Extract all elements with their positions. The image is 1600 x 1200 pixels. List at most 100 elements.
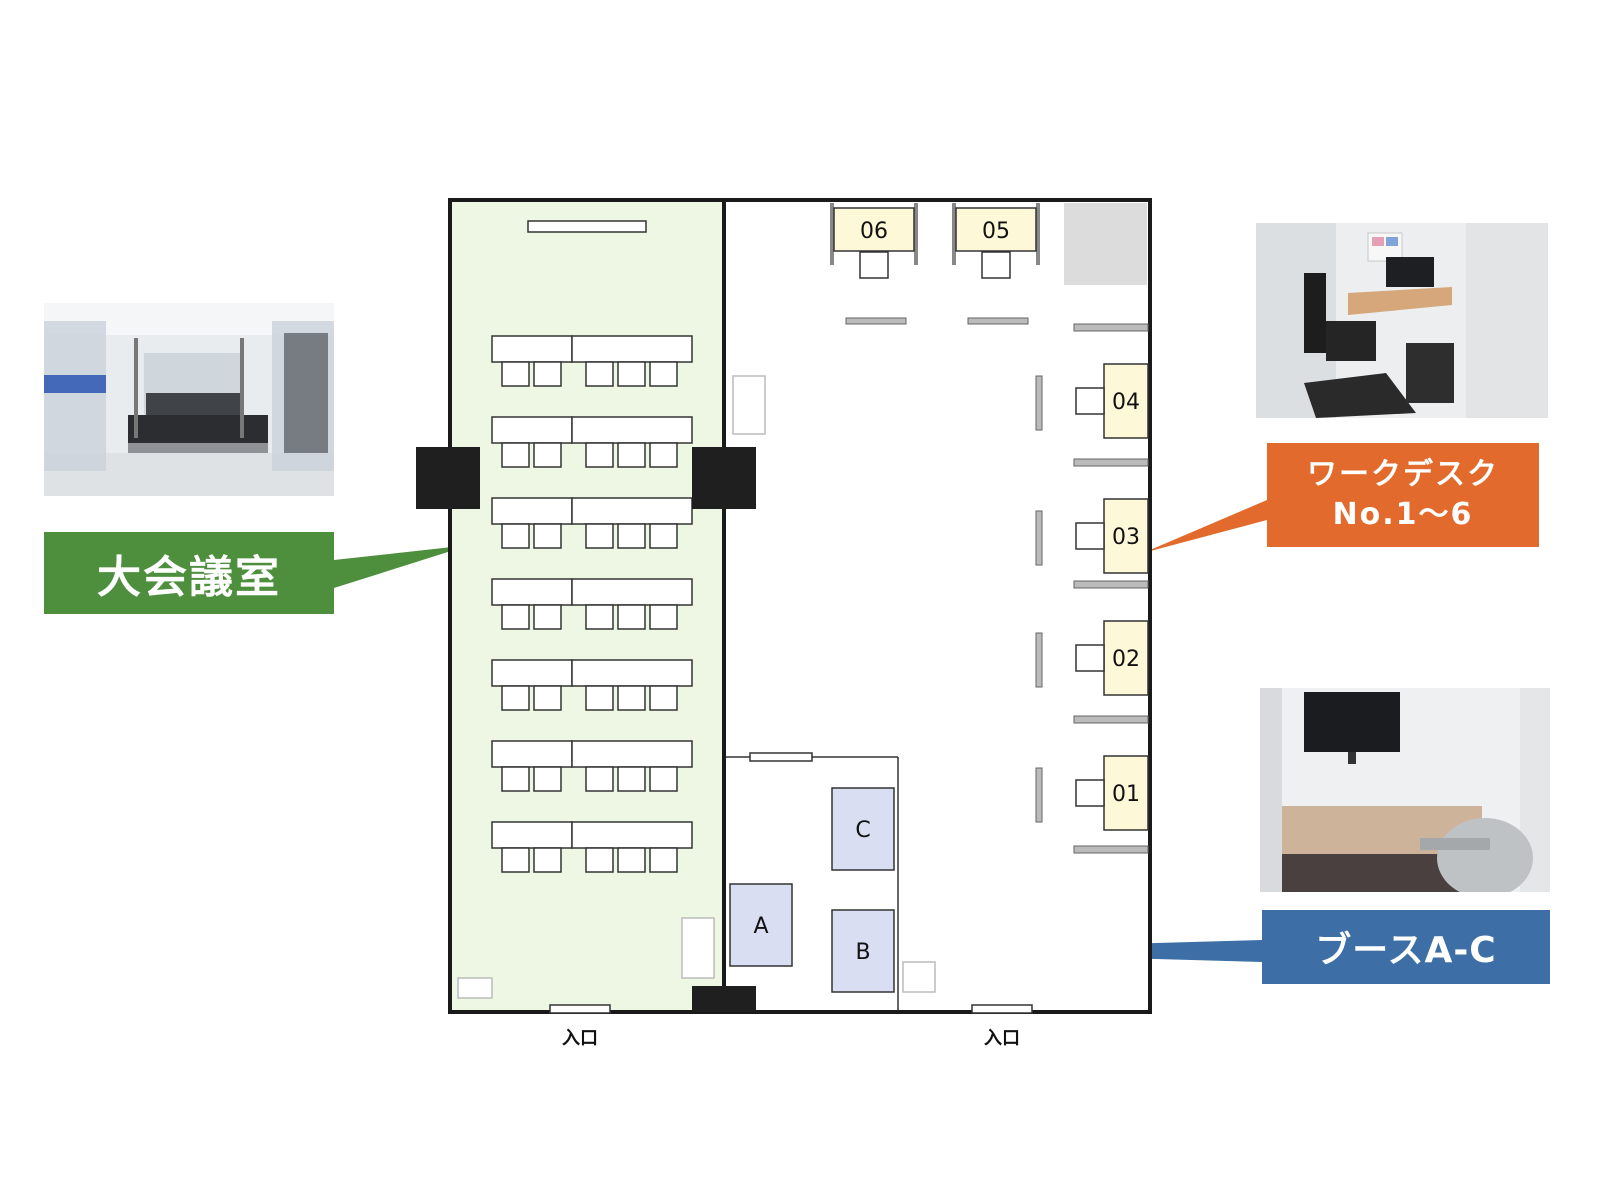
desk-05 xyxy=(955,207,1037,252)
chair xyxy=(981,251,1011,279)
table xyxy=(491,821,573,849)
label-booth: ブースA-C xyxy=(1262,910,1550,984)
table xyxy=(571,416,693,444)
chair xyxy=(533,442,562,468)
booth-c-label: C xyxy=(855,818,870,843)
pillar xyxy=(692,447,756,509)
desk-04-label: 04 xyxy=(1112,390,1140,415)
pillar xyxy=(416,447,480,509)
chair xyxy=(649,361,678,387)
chair xyxy=(649,442,678,468)
photo-large-meeting-room xyxy=(44,303,334,496)
chair xyxy=(585,604,614,630)
chair xyxy=(585,361,614,387)
partition xyxy=(1035,510,1043,566)
cabinet xyxy=(902,961,936,993)
table xyxy=(571,821,693,849)
entrance-door-right xyxy=(971,1004,1033,1014)
chair xyxy=(585,847,614,873)
chair xyxy=(585,766,614,792)
chair xyxy=(533,847,562,873)
chair xyxy=(649,766,678,792)
partition xyxy=(952,203,956,265)
photo-booth xyxy=(1260,688,1550,892)
partition xyxy=(1073,458,1149,467)
chair xyxy=(501,847,530,873)
table xyxy=(491,335,573,363)
chair xyxy=(533,523,562,549)
partition xyxy=(1035,375,1043,431)
desk-06-label: 06 xyxy=(860,219,888,244)
table xyxy=(571,335,693,363)
label-large-meeting-room-text: 大会議室 xyxy=(97,552,281,603)
storage-area xyxy=(1064,203,1147,285)
chair xyxy=(585,685,614,711)
partition xyxy=(967,317,1029,325)
partition xyxy=(1035,632,1043,688)
booth-b-label: B xyxy=(855,940,870,965)
label-work-desk: ワークデスク No.1〜6 xyxy=(1267,443,1539,547)
chair xyxy=(649,523,678,549)
chair xyxy=(859,251,889,279)
seminar-seating xyxy=(491,335,693,873)
chair xyxy=(617,847,646,873)
table xyxy=(491,578,573,606)
chair xyxy=(1075,644,1105,672)
table xyxy=(571,740,693,768)
chair xyxy=(617,361,646,387)
photo-work-desk xyxy=(1256,223,1548,418)
pillar xyxy=(692,986,756,1012)
desk-03 xyxy=(1103,498,1149,574)
partition xyxy=(1073,845,1149,854)
desk-06 xyxy=(833,207,915,252)
partition xyxy=(845,317,907,325)
pointer-work-desk xyxy=(1143,500,1267,553)
partition xyxy=(914,203,918,265)
desk-01-label: 01 xyxy=(1112,782,1140,807)
chair xyxy=(649,604,678,630)
chair xyxy=(617,766,646,792)
table xyxy=(491,740,573,768)
chair xyxy=(501,523,530,549)
chair xyxy=(501,361,530,387)
chair xyxy=(649,847,678,873)
entrance-label-right: 入口 xyxy=(984,1028,1020,1049)
cabinet xyxy=(681,917,715,979)
desk-04 xyxy=(1103,363,1149,439)
desk-01 xyxy=(1103,755,1149,831)
booth-a-label: A xyxy=(753,914,768,939)
pointer-large-room xyxy=(334,545,470,588)
table xyxy=(571,659,693,687)
entrance-label-left: 入口 xyxy=(562,1028,598,1049)
chair xyxy=(585,442,614,468)
label-booth-text: ブースA-C xyxy=(1315,930,1497,971)
booth-door xyxy=(749,752,813,762)
label-work-desk-line1: ワークデスク xyxy=(1307,457,1499,492)
partition xyxy=(1036,203,1040,265)
chair xyxy=(533,685,562,711)
desk-03-label: 03 xyxy=(1112,525,1140,550)
label-work-desk-line2: No.1〜6 xyxy=(1332,497,1474,532)
chair xyxy=(1075,522,1105,550)
partition xyxy=(1073,323,1149,332)
chair xyxy=(533,604,562,630)
label-large-meeting-room: 大会議室 xyxy=(44,532,334,614)
chair xyxy=(617,685,646,711)
chair xyxy=(585,523,614,549)
chair xyxy=(617,604,646,630)
chair xyxy=(1075,387,1105,415)
chair xyxy=(617,523,646,549)
chair xyxy=(649,685,678,711)
chair xyxy=(501,604,530,630)
entrance-door-left xyxy=(549,1004,611,1014)
booth-b xyxy=(831,909,895,993)
desk-05-label: 05 xyxy=(982,219,1010,244)
chair xyxy=(501,766,530,792)
partition xyxy=(1073,715,1149,724)
table xyxy=(571,578,693,606)
chair xyxy=(533,766,562,792)
table xyxy=(491,659,573,687)
table xyxy=(491,416,573,444)
